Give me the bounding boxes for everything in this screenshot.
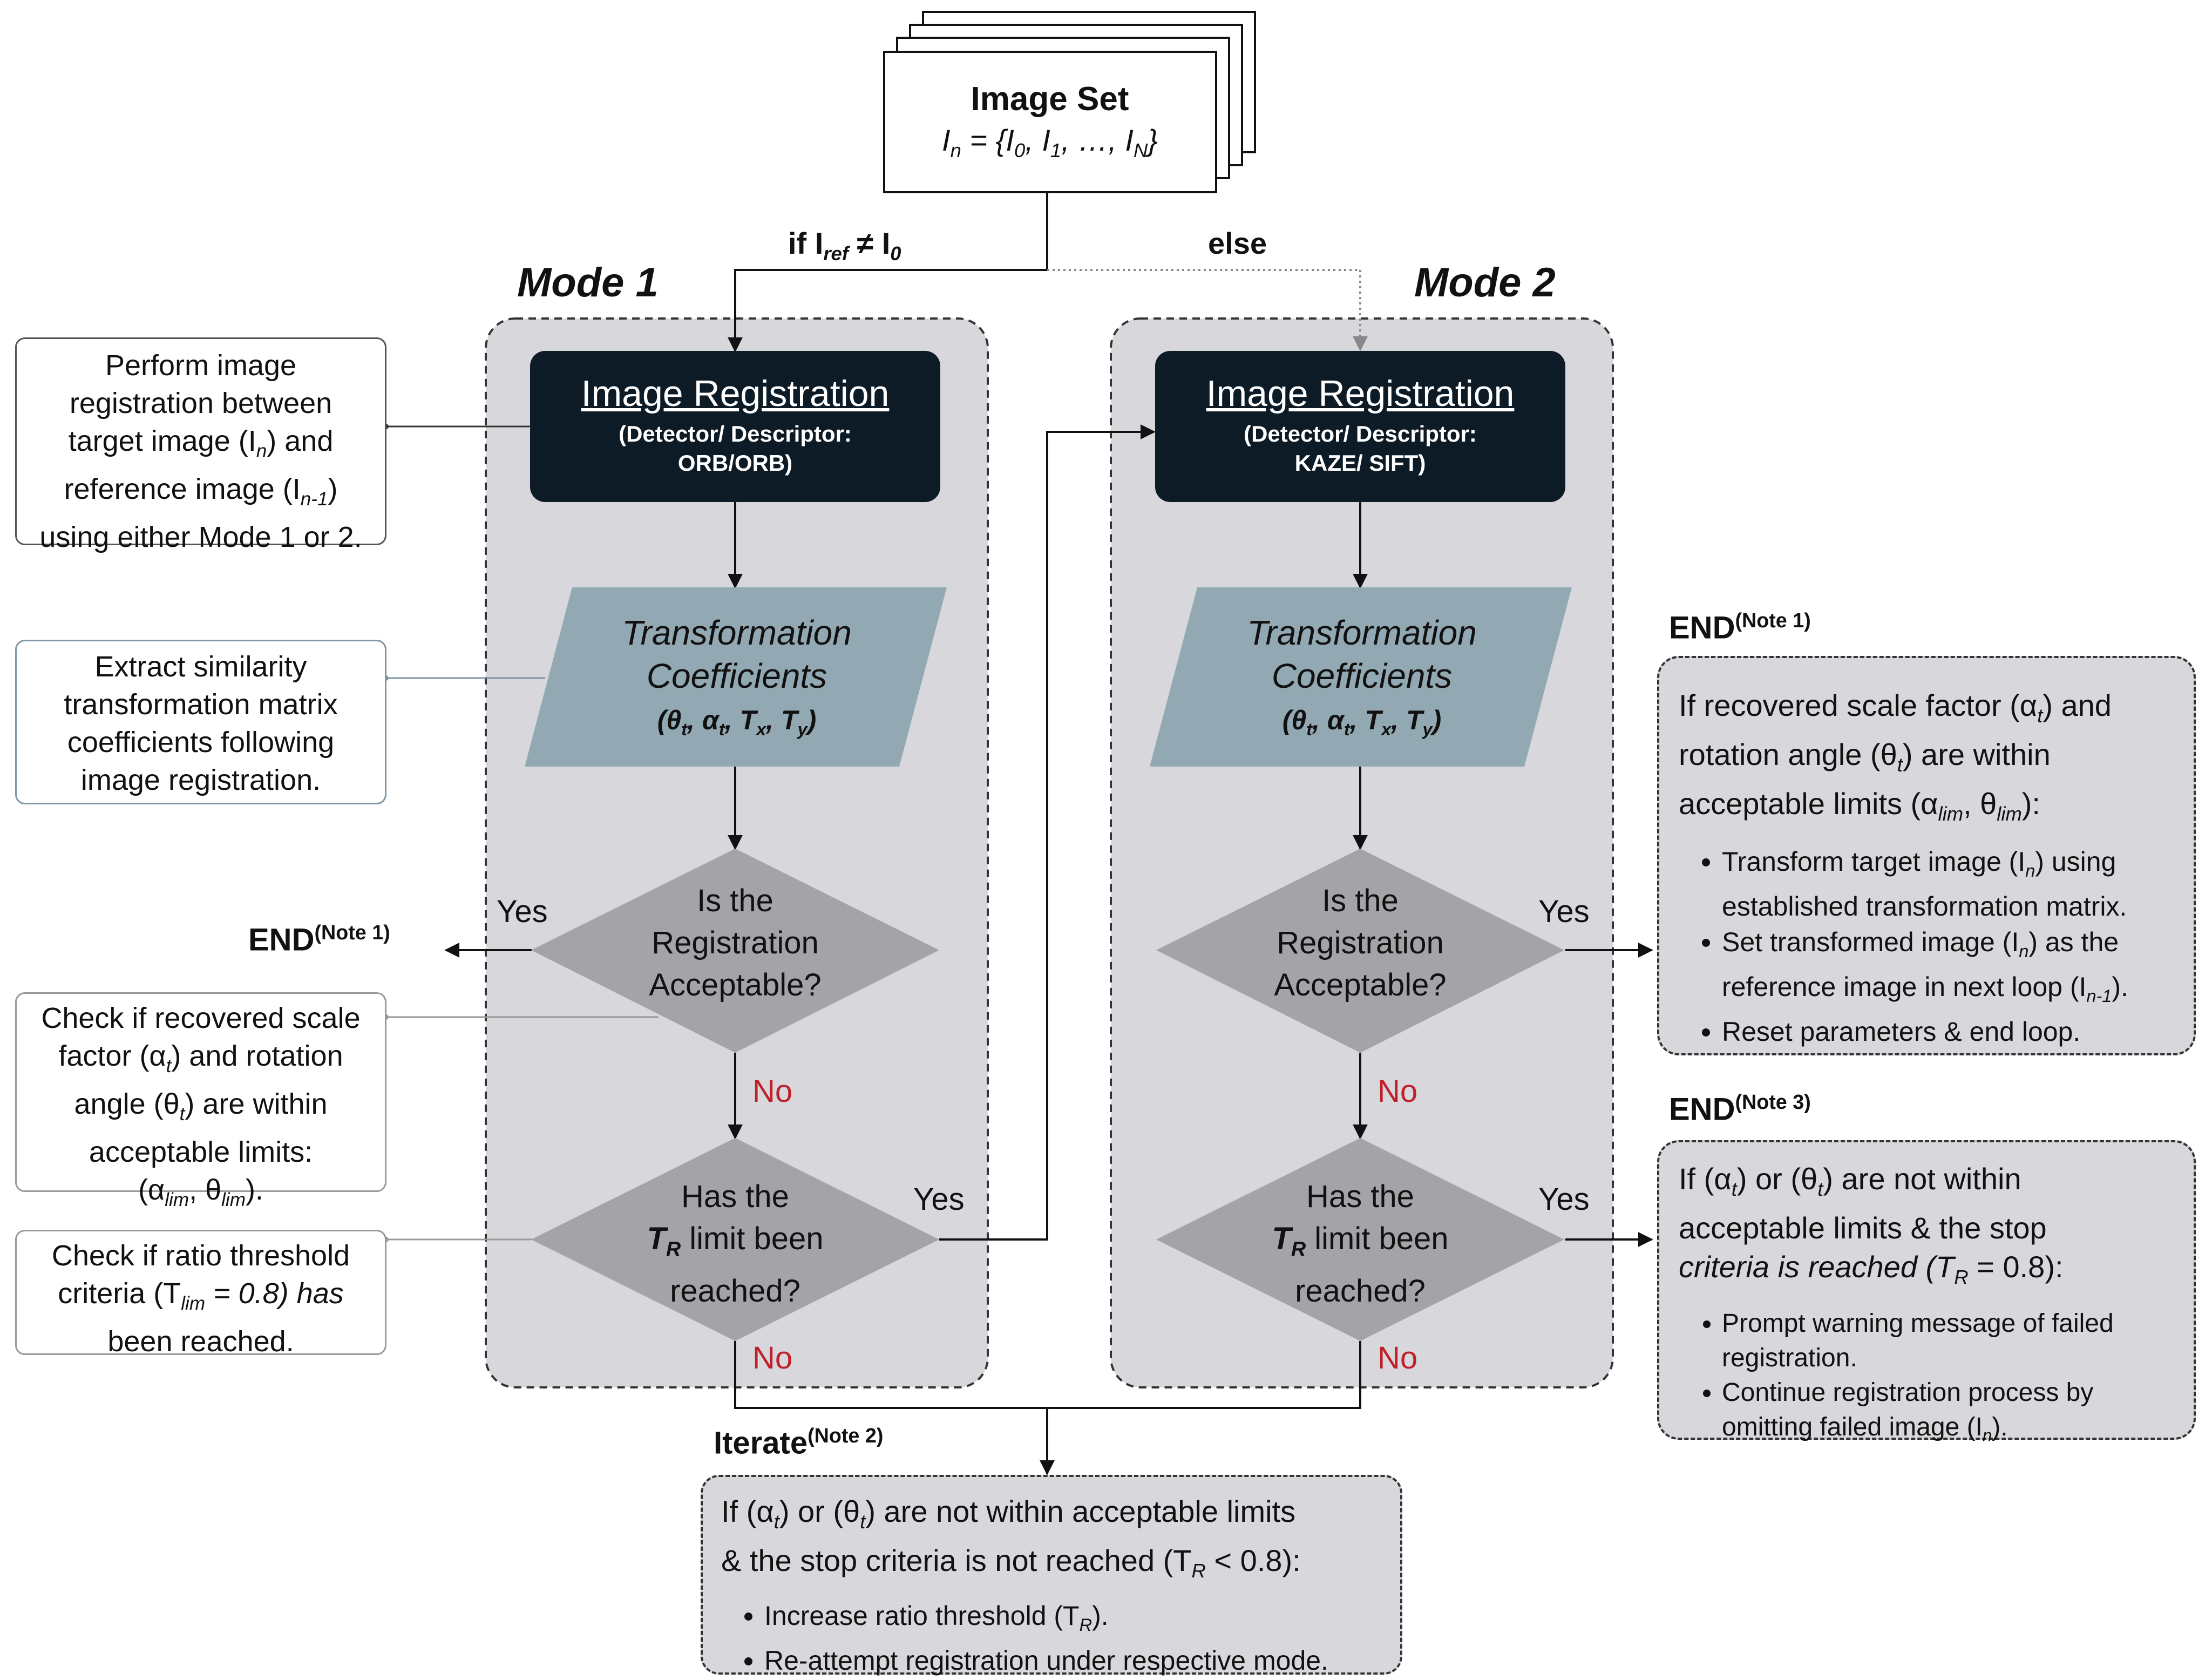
mode2-transform-shape	[1150, 587, 1572, 767]
mode1-transform-shape	[525, 587, 947, 767]
end-note1-label: END(Note 1)	[1669, 609, 1811, 646]
mode1-arrows	[444, 424, 1156, 1475]
end-note3-item: Prompt warning message of failedregistra…	[1722, 1306, 2177, 1376]
mode1-yes2-label: Yes	[913, 1182, 965, 1217]
mode1-decision2-shape	[531, 1138, 939, 1341]
mode1-registration-sub1: (Detector/ Descriptor:	[619, 421, 852, 446]
mode1-label: Mode 1	[517, 260, 659, 306]
end-note1-item: Set transformed image (In) as thereferen…	[1722, 924, 2177, 1014]
mode2-decision1-text: Is the Registration Acceptable?	[1274, 883, 1447, 1002]
mode2-yes1-label: Yes	[1538, 894, 1590, 929]
mode1-decision1-shape	[531, 849, 939, 1053]
mode2-registration-box: Image Registration (Detector/ Descriptor…	[1155, 351, 1565, 502]
mode1-no1-label: No	[752, 1074, 793, 1109]
iterate-label: Iterate(Note 2)	[714, 1424, 884, 1461]
mode1-registration-box: Image Registration (Detector/ Descriptor…	[530, 351, 940, 502]
iterate-item: Increase ratio threshold (TR).	[764, 1598, 1384, 1643]
note-check-ratio: Check if ratio threshold criteria (Tlim …	[15, 1230, 386, 1358]
end-note3-label: END(Note 3)	[1669, 1090, 1811, 1127]
mode2-decision1-shape	[1156, 849, 1564, 1053]
mode1-no2-label: No	[752, 1340, 793, 1376]
mode1-transform-params: (θt, αt, Tx, Ty)	[657, 705, 817, 739]
end-note1-list: Transform target image (In) usingestabli…	[1679, 844, 2177, 1049]
end-note3-box: If (αt) or (θt) are not within acceptabl…	[1657, 1140, 2196, 1445]
image-set-label: Image Set In = {I0, I1, …, IN}	[885, 80, 1214, 162]
mode2-registration-sub2: KAZE/ SIFT)	[1294, 450, 1426, 476]
mode1-decision2-text: Has the TR limit been reached?	[647, 1179, 824, 1309]
if-branch-label: if Iref ≠ I0	[788, 226, 901, 265]
end-note3-item: Continue registration process byomitting…	[1722, 1376, 2177, 1453]
mode2-registration-title: Image Registration	[1206, 373, 1515, 414]
end-note1-box: If recovered scale factor (αt) and rotat…	[1657, 656, 2196, 1055]
mode1-registration-sub2: ORB/ORB)	[677, 450, 793, 476]
mode2-registration-sub1: (Detector/ Descriptor:	[1244, 421, 1477, 446]
note-check-scale: Check if recovered scale factor (αt) and…	[15, 992, 386, 1210]
image-set-stack	[883, 11, 1256, 193]
note-registration: Perform image registration between targe…	[15, 337, 386, 553]
else-branch-label: else	[1208, 226, 1267, 260]
mode1-decision1-text: Is the Registration Acceptable?	[649, 883, 822, 1002]
end-note1-item: Transform target image (In) usingestabli…	[1722, 844, 2177, 924]
mode2-label: Mode 2	[1414, 260, 1556, 306]
note-extract: Extract similarity transformation matrix…	[15, 640, 386, 804]
branch-connectors	[728, 192, 1368, 353]
mode2-arrows	[1047, 502, 1653, 1409]
image-set-formula: In = {I0, I1, …, IN}	[942, 123, 1158, 162]
iterate-list: Increase ratio threshold (TR). Re-attemp…	[721, 1598, 1384, 1678]
mode2-no1-label: No	[1378, 1074, 1418, 1109]
image-set-title: Image Set	[971, 80, 1129, 118]
end-note3-list: Prompt warning message of failedregistra…	[1679, 1306, 2177, 1453]
iterate-note-box: If (αt) or (θt) are not within acceptabl…	[701, 1475, 1402, 1678]
mode2-decision2-text: Has the TR limit been reached?	[1272, 1179, 1449, 1309]
mode2-decision2-shape	[1156, 1138, 1564, 1341]
end-left-label: END(Note 1)	[248, 921, 390, 958]
end-note1-item: Reset parameters & end loop.	[1722, 1014, 2177, 1049]
mode2-no2-label: No	[1378, 1340, 1418, 1376]
mode2-transform-params: (θt, αt, Tx, Ty)	[1282, 705, 1442, 739]
mode1-yes1-label: Yes	[497, 894, 548, 929]
iterate-item: Re-attempt registration under respective…	[764, 1643, 1384, 1678]
mode1-registration-title: Image Registration	[581, 373, 890, 414]
mode2-yes2-label: Yes	[1538, 1182, 1590, 1217]
mode2-transform-text: Transformation Coefficients (θt, αt, Tx,…	[1165, 613, 1559, 740]
mode1-transform-text: Transformation Coefficients (θt, αt, Tx,…	[540, 613, 934, 740]
